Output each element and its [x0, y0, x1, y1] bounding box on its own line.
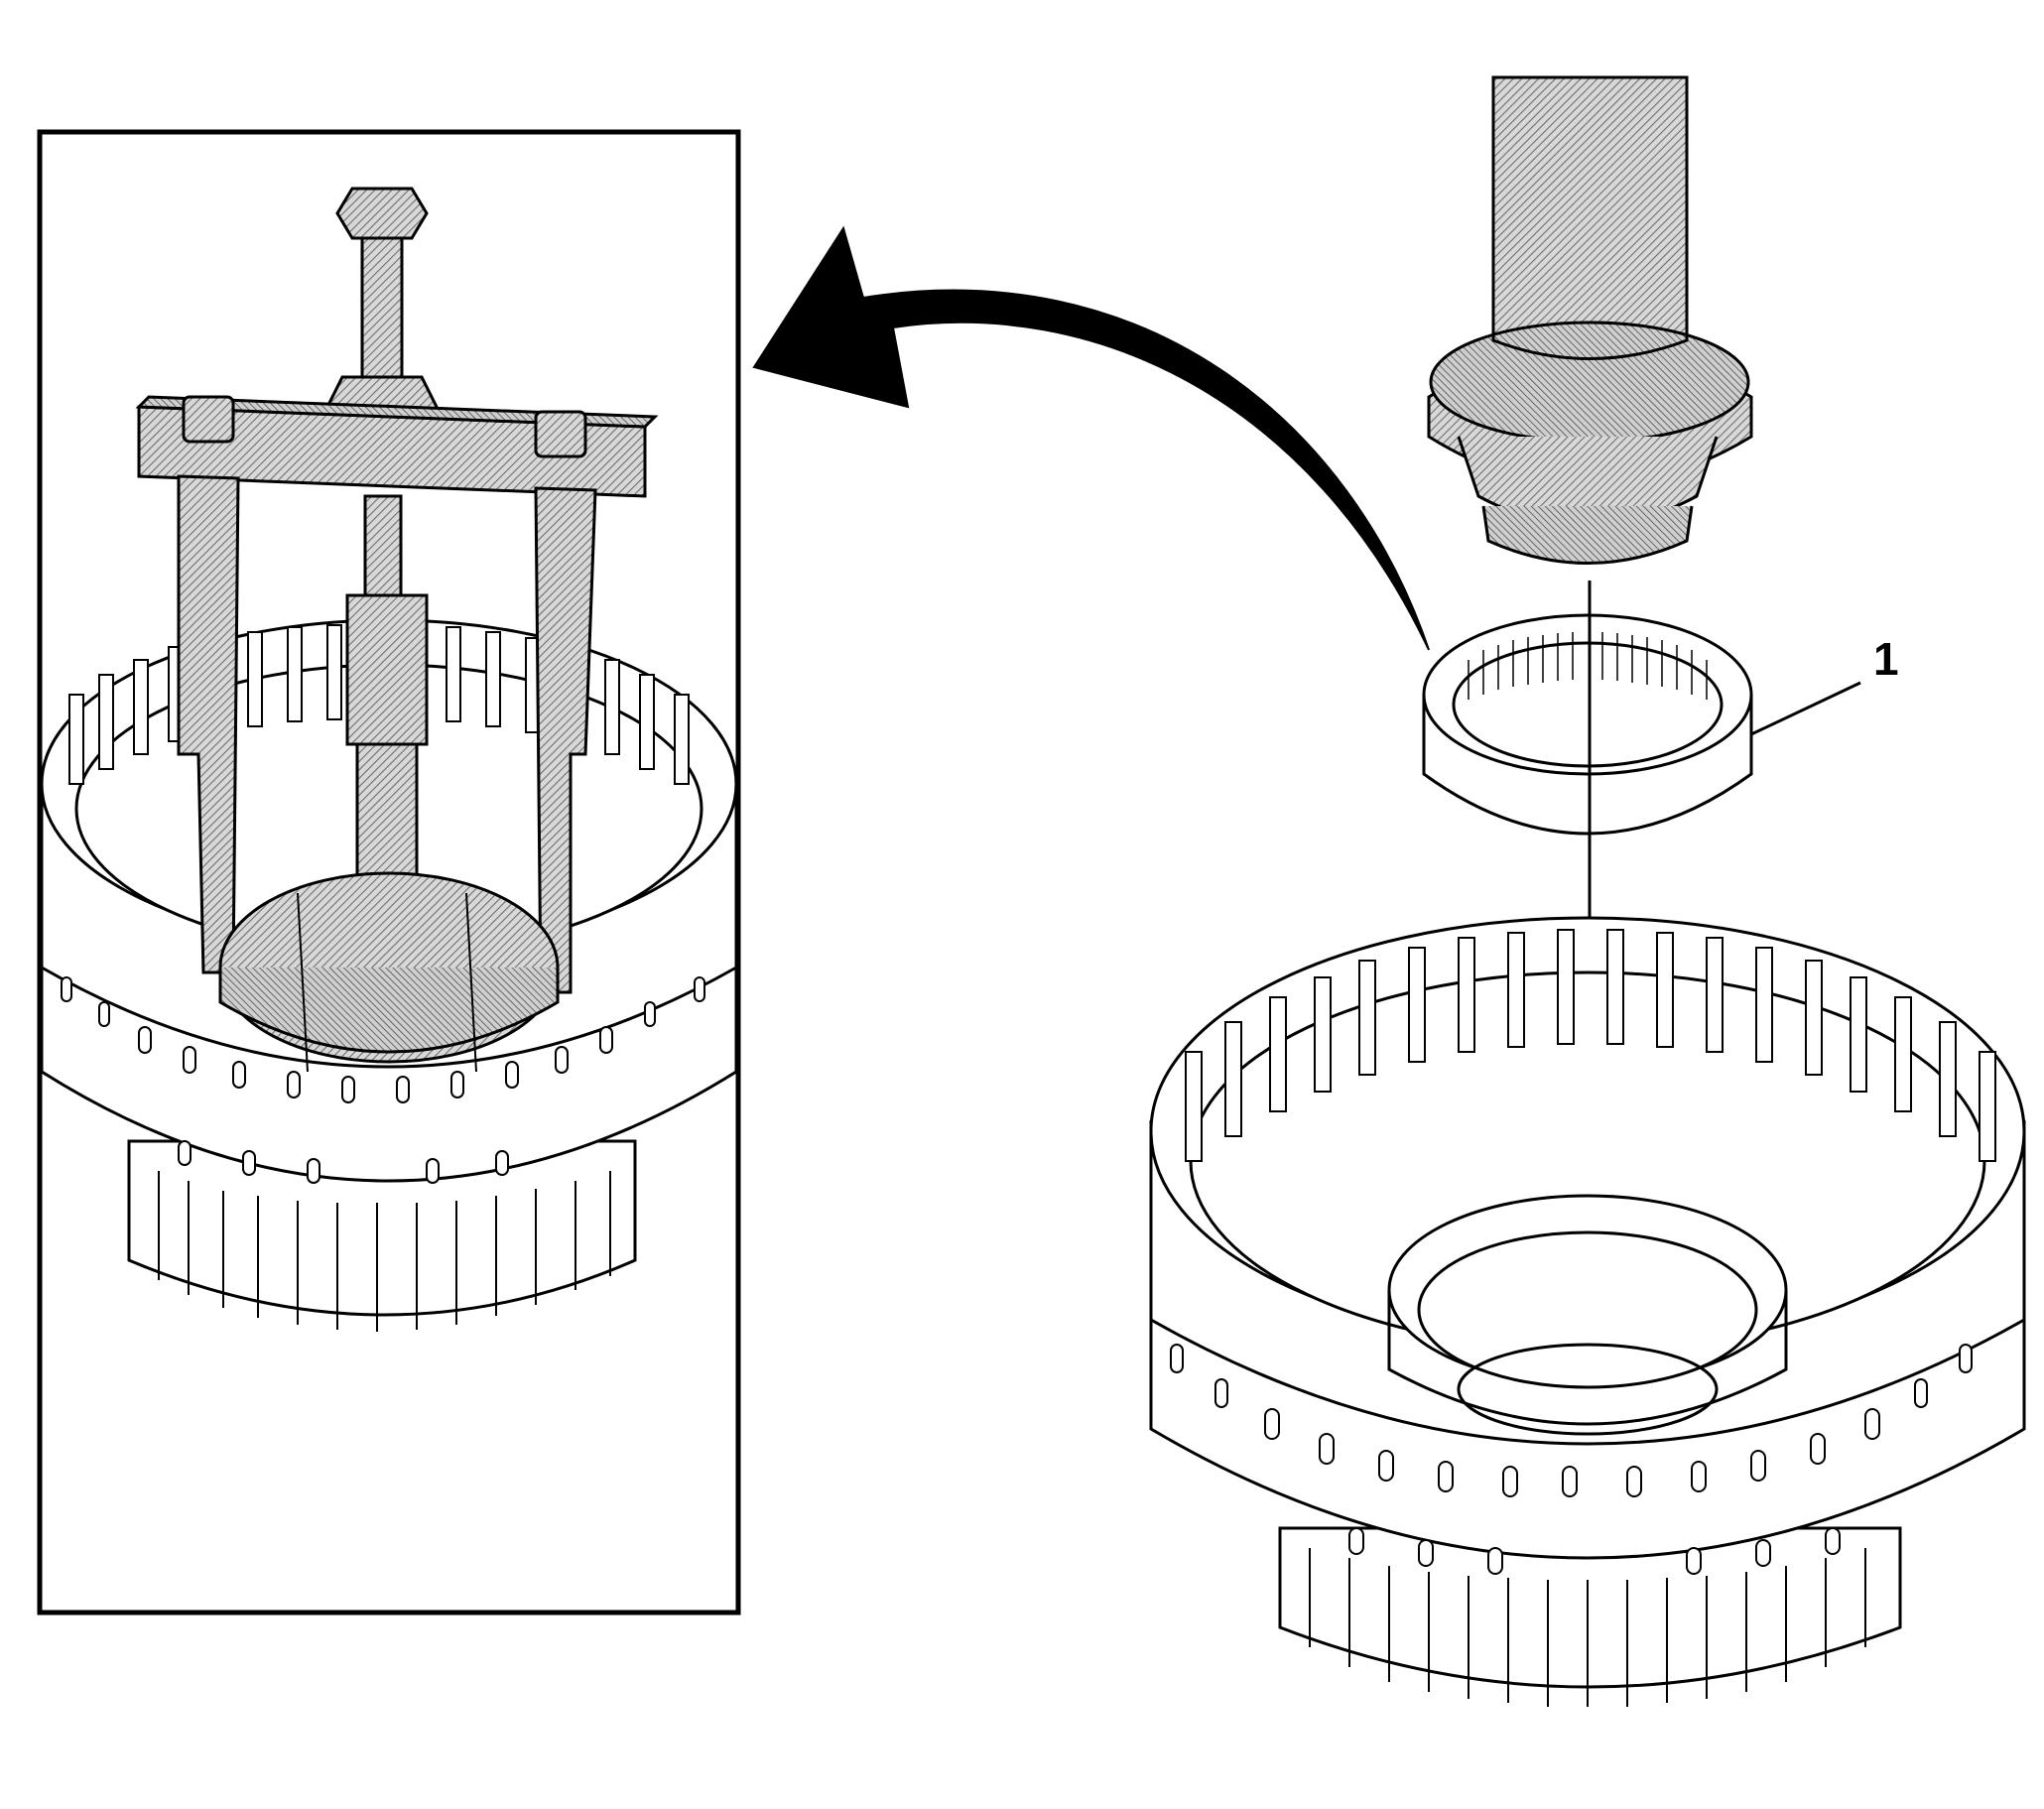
callout-1-label: 1: [1873, 633, 1899, 685]
inset-panel: [37, 129, 741, 1615]
needle-bearing: [1422, 613, 1753, 836]
puller-tool: [135, 187, 659, 1073]
callout-1-leader: [1750, 681, 1861, 736]
clutch-housing: [1149, 916, 2026, 1707]
callout-1: 1: [1750, 633, 1899, 736]
bearing-installer-tool: [1427, 75, 1753, 565]
curved-arrow: [752, 225, 1430, 651]
